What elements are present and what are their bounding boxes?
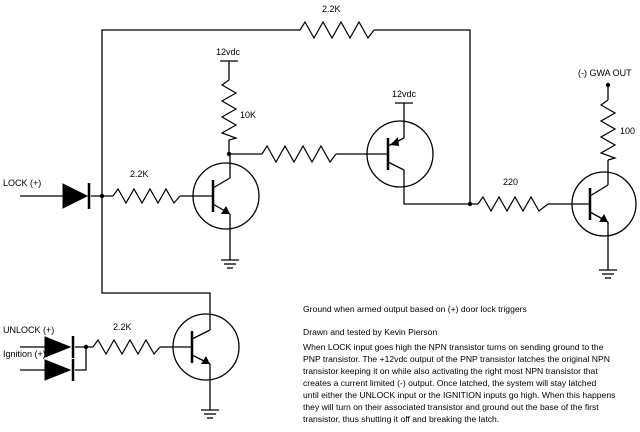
notes-line: transistor keeping it on while also acti…: [303, 366, 598, 376]
ground-symbol-2: [599, 269, 617, 279]
notes-line: they will turn on their associated trans…: [303, 402, 599, 412]
notes-credit: Drawn and tested by Kevin Pierson: [303, 327, 438, 337]
ground-symbol-3: [201, 409, 219, 419]
resistor-link: [261, 144, 337, 164]
notes-line: until either the UNLOCK input or the IGN…: [303, 390, 616, 400]
notes-description: When LOCK input goes high the NPN transi…: [303, 341, 623, 425]
ground-symbol-1: [221, 259, 239, 269]
label-r-pullup: 10K: [240, 110, 256, 120]
transistor-pnp-latch: [366, 120, 434, 188]
label-r-feedback: 2.2K: [322, 4, 341, 14]
label-r-out: 100: [620, 126, 635, 136]
resistor-base1: 2.2K: [112, 169, 181, 205]
resistor-unlock: 2.2K: [92, 322, 161, 356]
label-unlock-input: UNLOCK (+): [3, 325, 54, 335]
label-r-base3: 220: [503, 177, 518, 187]
transistor-npn-unlock: [172, 313, 240, 381]
vcc-rail-2: 12vdc: [392, 89, 417, 104]
transistor-npn-lock: [192, 162, 260, 230]
diode-ignition: [44, 359, 75, 381]
label-r-base1: 2.2K: [130, 169, 149, 179]
label-ignition-input: Ignition (+): [3, 349, 46, 359]
label-vcc2: 12vdc: [392, 89, 417, 99]
label-lock-input: LOCK (+): [3, 178, 41, 188]
junction-dots: [83, 82, 611, 350]
resistor-out: 100: [599, 99, 635, 161]
notes-title: Ground when armed output based on (+) do…: [303, 304, 527, 314]
label-gwa-out: (-) GWA OUT: [578, 68, 632, 78]
vcc-rail-1: 12vdc: [216, 47, 241, 62]
notes-line: creates a current limited (-) output. On…: [303, 378, 597, 388]
diode-lock: [62, 183, 91, 209]
label-r-unlock: 2.2K: [113, 322, 132, 332]
resistor-feedback: 2.2K: [299, 4, 375, 40]
notes-line: When LOCK input goes high the NPN transi…: [303, 342, 604, 352]
resistor-base3: 220: [477, 177, 549, 213]
wires: [20, 29, 609, 410]
resistor-pullup: 10K: [220, 79, 256, 141]
notes-line: PNP transistor. The +12vdc output of the…: [303, 354, 610, 364]
circuit-notes: Ground when armed output based on (+) do…: [303, 303, 639, 425]
diode-unlock: [44, 336, 75, 358]
label-vcc1: 12vdc: [216, 47, 241, 57]
transistor-npn-output: [571, 171, 637, 237]
notes-line: transistor, thus shutting it off and bre…: [303, 414, 500, 424]
